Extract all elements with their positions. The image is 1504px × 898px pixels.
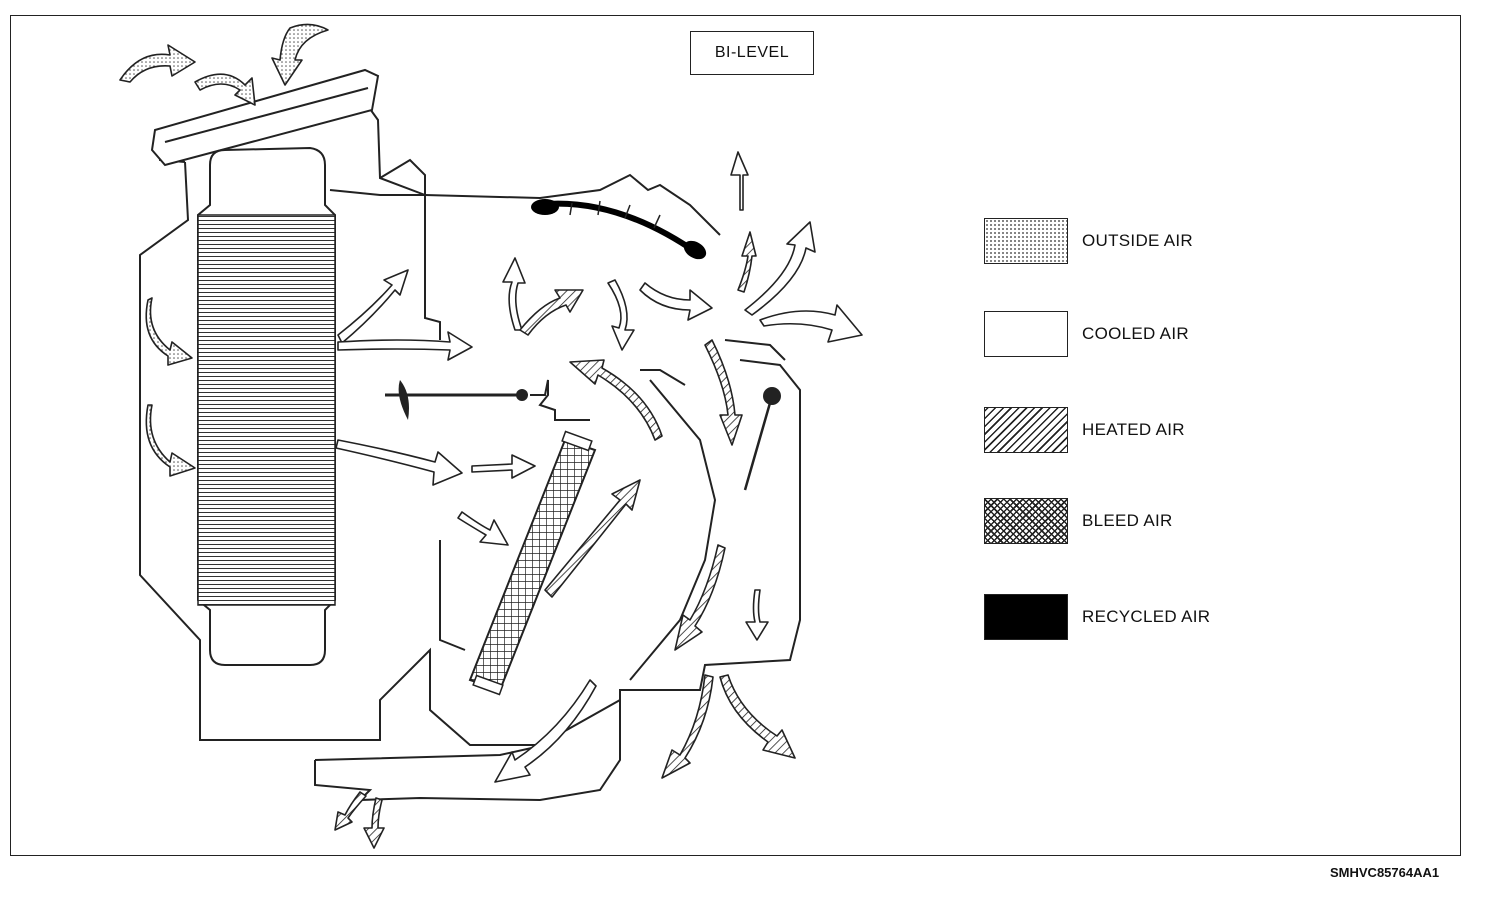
outside-air-arrow (119, 44, 196, 83)
heated-air-arrow (363, 797, 385, 849)
mode-title: BI-LEVEL (714, 44, 790, 61)
heated-air-arrow (334, 791, 367, 831)
blend-door (385, 380, 528, 420)
outside-air-arrow (145, 404, 196, 477)
heated-air-arrow (719, 674, 796, 759)
outside-air-swatch (984, 218, 1068, 264)
cooled-air-arrow (744, 221, 816, 316)
cooled-air-arrow (759, 304, 863, 343)
cooled-air-arrow (639, 282, 713, 321)
heated-air-arrow (519, 289, 584, 336)
outside-air-arrow (194, 73, 256, 106)
outside-air-arrow (145, 297, 193, 366)
recirc-door (531, 199, 707, 260)
cooled-air-arrow (607, 279, 635, 351)
heated-air-arrow (674, 544, 726, 651)
mode-title-box: BI-LEVEL (690, 31, 814, 75)
legend-item-bleed-air: BLEED AIR (984, 498, 1173, 544)
bleed-air-swatch (984, 498, 1068, 544)
outside-air-arrow (271, 23, 329, 86)
legend-item-recycled-air: RECYCLED AIR (984, 594, 1210, 640)
evaporator-core (197, 146, 336, 666)
cooled-air-swatch (984, 311, 1068, 357)
intake-lid (150, 68, 380, 167)
heated-air-arrow (569, 359, 663, 441)
diagram-frame (10, 15, 1461, 856)
legend-label: OUTSIDE AIR (1082, 231, 1193, 250)
heated-air-arrow (704, 339, 743, 446)
legend-item-outside-air: OUTSIDE AIR (984, 218, 1193, 264)
figure-id: SMHVC85764AA1 (1330, 865, 1440, 880)
legend-item-heated-air: HEATED AIR (984, 407, 1185, 453)
legend-label: RECYCLED AIR (1082, 607, 1211, 626)
airflow-arrows (119, 23, 863, 849)
legend-label: HEATED AIR (1082, 420, 1185, 439)
cooled-air-arrow (457, 511, 509, 546)
cooled-air-arrow (335, 439, 463, 486)
heated-air-arrow (737, 231, 757, 293)
cooled-air-arrow (494, 679, 597, 783)
cooled-air-arrow (337, 269, 409, 344)
heated-air-arrow (661, 674, 714, 779)
recycled-air-swatch (984, 594, 1068, 640)
legend-item-cooled-air: COOLED AIR (984, 311, 1189, 357)
cooled-air-arrow (502, 257, 526, 331)
heater-core (468, 430, 597, 696)
mode-door (743, 387, 781, 491)
cooled-air-arrow (745, 589, 769, 641)
heated-air-arrow (544, 479, 641, 598)
legend-label: COOLED AIR (1082, 324, 1189, 343)
heated-air-swatch (984, 407, 1068, 453)
cooled-air-arrow (730, 151, 749, 211)
cooled-air-arrow (471, 454, 536, 479)
cooled-air-arrow (337, 331, 473, 361)
legend-label: BLEED AIR (1082, 511, 1173, 530)
